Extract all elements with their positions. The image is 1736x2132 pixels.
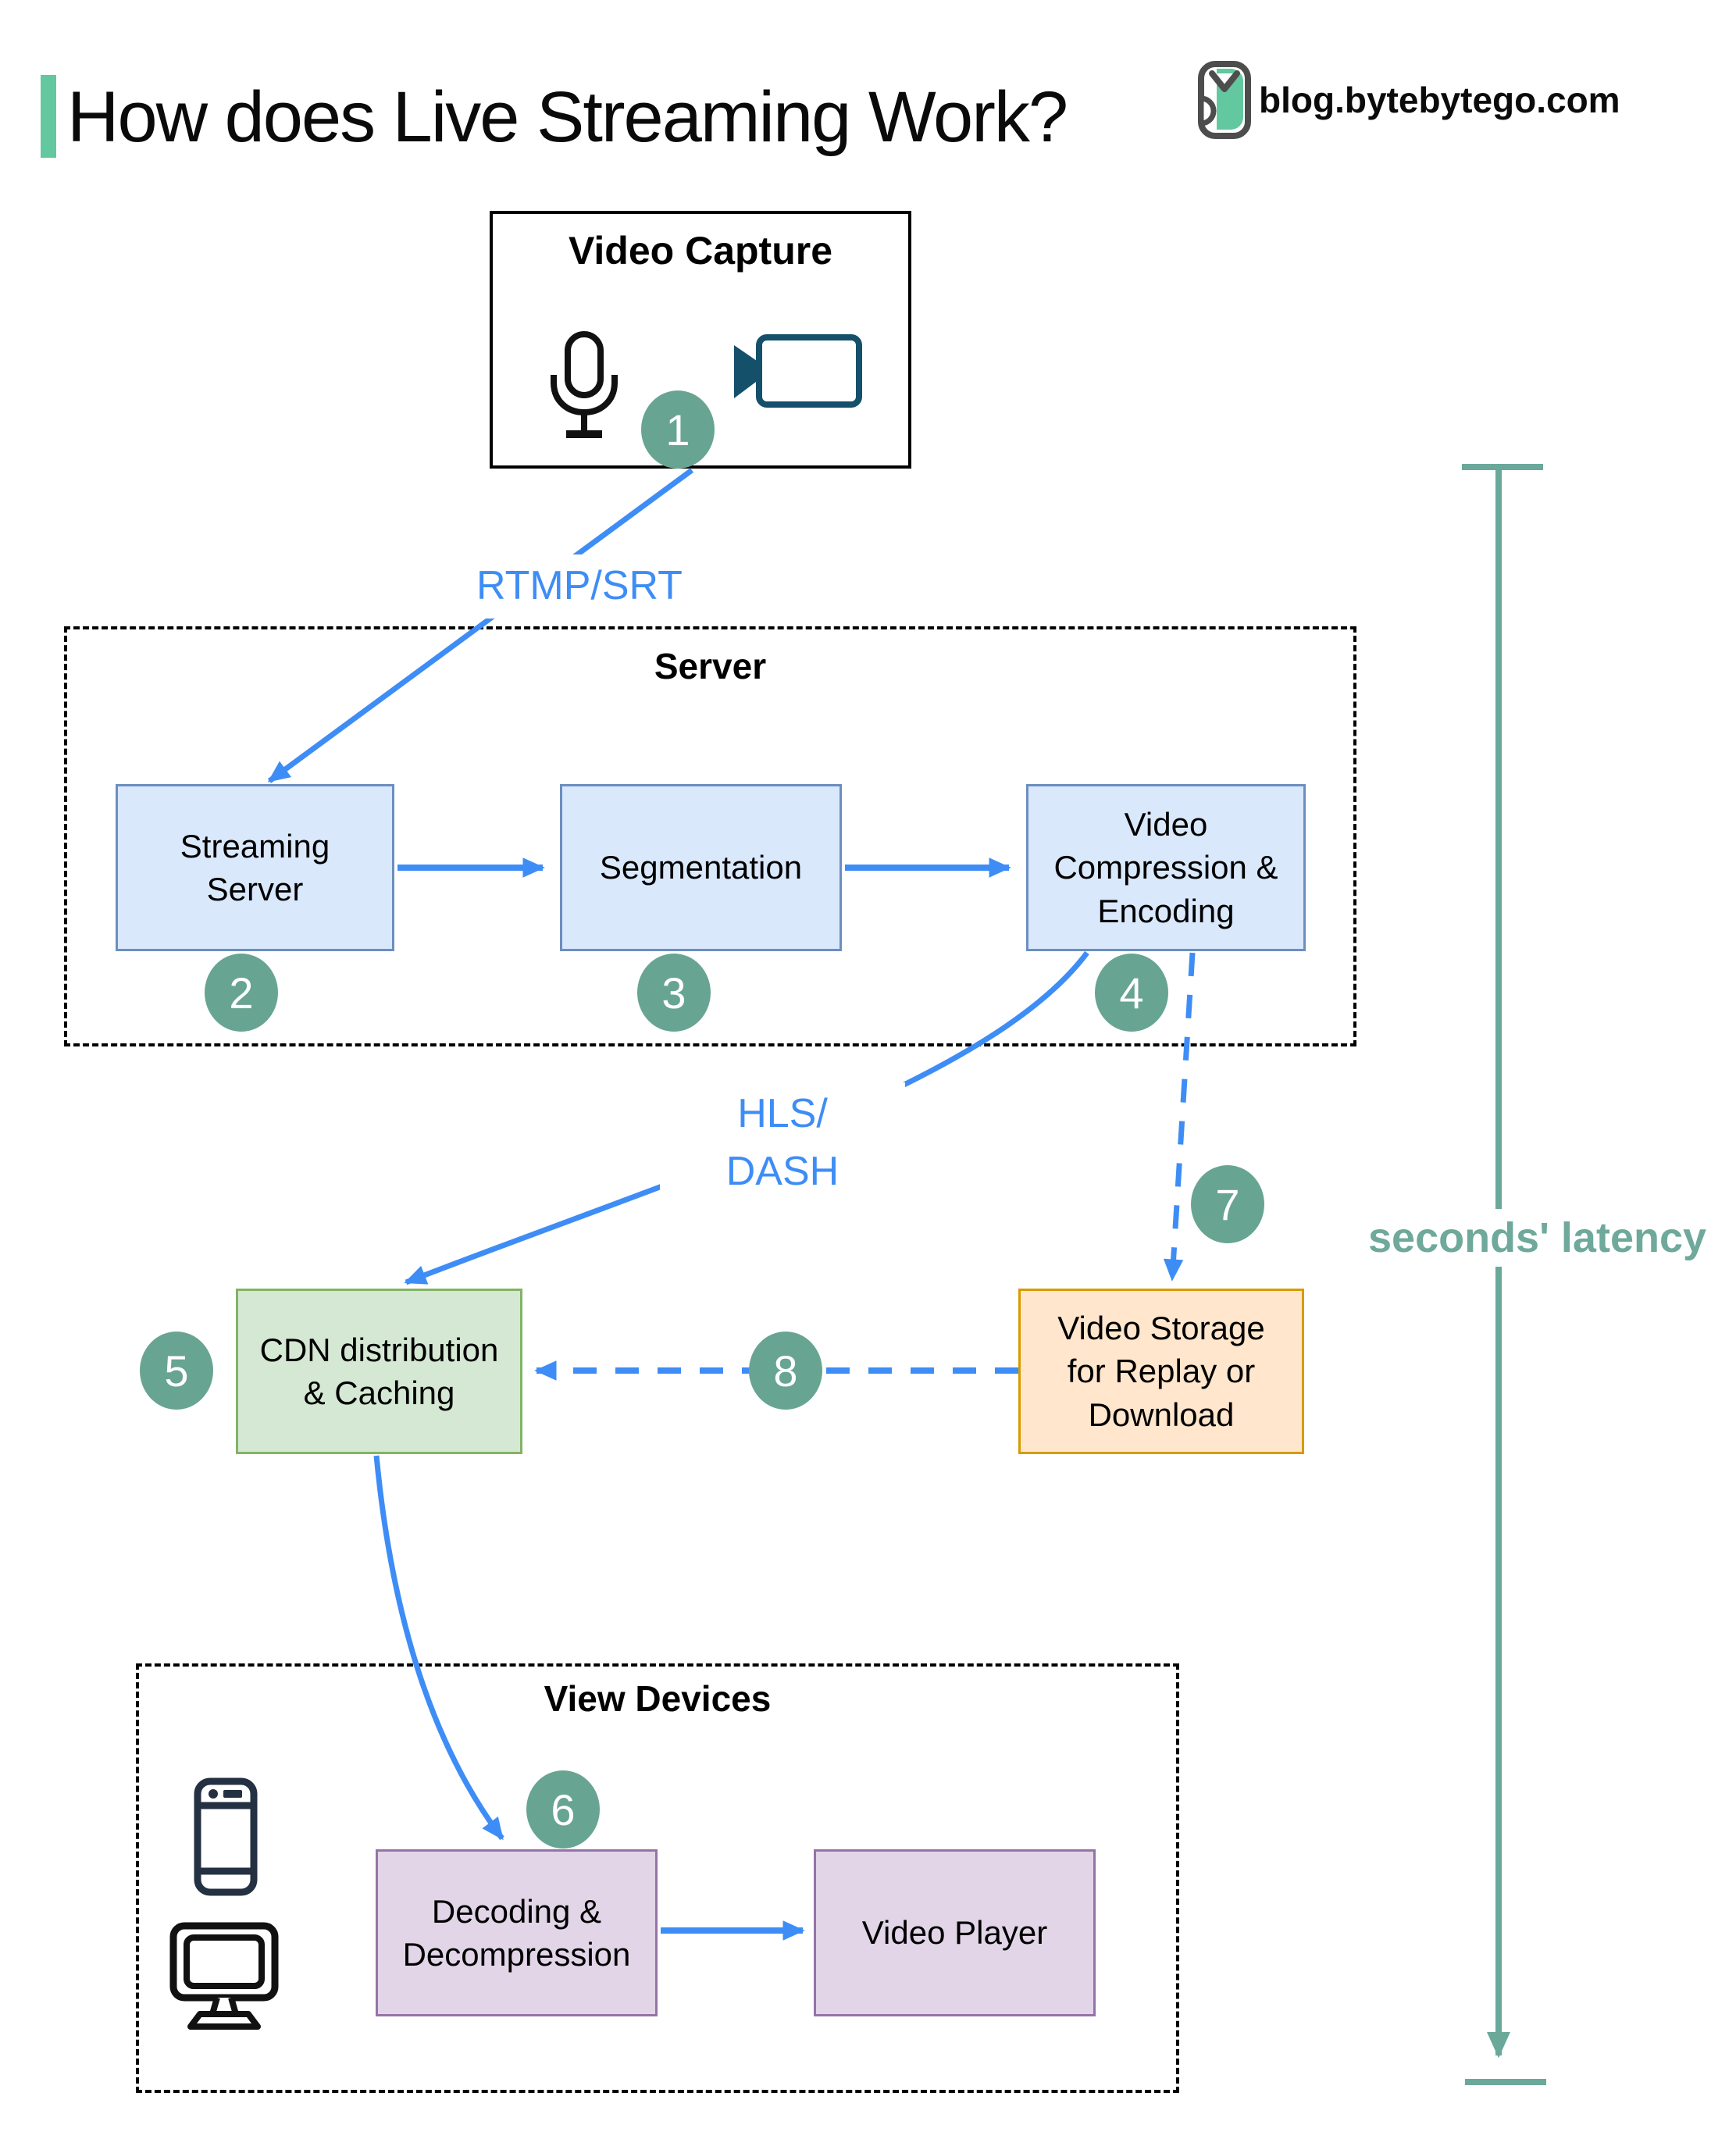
site-url-label: blog.bytebytego.com (1259, 80, 1620, 120)
latency-bottom-bar (1465, 2079, 1546, 2085)
node-cdn: CDN distribution & Caching (236, 1289, 522, 1454)
node-decoding: Decoding & Decompression (376, 1849, 658, 2016)
rtmp-label: RTMP/SRT (449, 554, 710, 619)
step-badge-8: 8 (749, 1332, 822, 1410)
step-badge-4: 4 (1095, 954, 1168, 1032)
step-badge-3: 3 (637, 954, 711, 1032)
step-badge-7: 7 (1191, 1165, 1264, 1243)
step-badge-5: 5 (140, 1332, 213, 1410)
latency-top-bar (1462, 464, 1543, 470)
video-capture-label: Video Capture (568, 229, 833, 273)
video-camera-icon (734, 334, 862, 408)
node-streaming-server: Streaming Server (116, 784, 394, 951)
monitor-icon (169, 1922, 279, 2030)
edge-to-storage (1163, 952, 1196, 1282)
microphone-icon (551, 331, 618, 438)
node-video-player: Video Player (814, 1849, 1096, 2016)
node-video-compression: Video Compression & Encoding (1026, 784, 1306, 951)
title-accent-bar (41, 75, 56, 158)
node-video-storage: Video Storage for Replay or Download (1018, 1289, 1304, 1454)
server-group-label: Server (654, 646, 767, 686)
bytebytego-logo-icon (1198, 61, 1251, 139)
group-server (64, 626, 1356, 1046)
page-title: How does Live Streaming Work? (67, 77, 1068, 157)
latency-label: seconds' latency (1357, 1209, 1718, 1267)
view-devices-group-label: View Devices (544, 1678, 772, 1719)
edge-cdn-decoding (373, 1455, 504, 1841)
edge-rtmp (267, 468, 694, 783)
node-segmentation: Segmentation (560, 784, 842, 951)
group-view-devices (136, 1663, 1179, 2093)
step-badge-6: 6 (526, 1770, 600, 1849)
hls-dash-label: HLS/ DASH (660, 1082, 905, 1204)
step-badge-2: 2 (205, 954, 278, 1032)
step-badge-1: 1 (641, 390, 715, 469)
smartphone-icon (194, 1777, 258, 1896)
